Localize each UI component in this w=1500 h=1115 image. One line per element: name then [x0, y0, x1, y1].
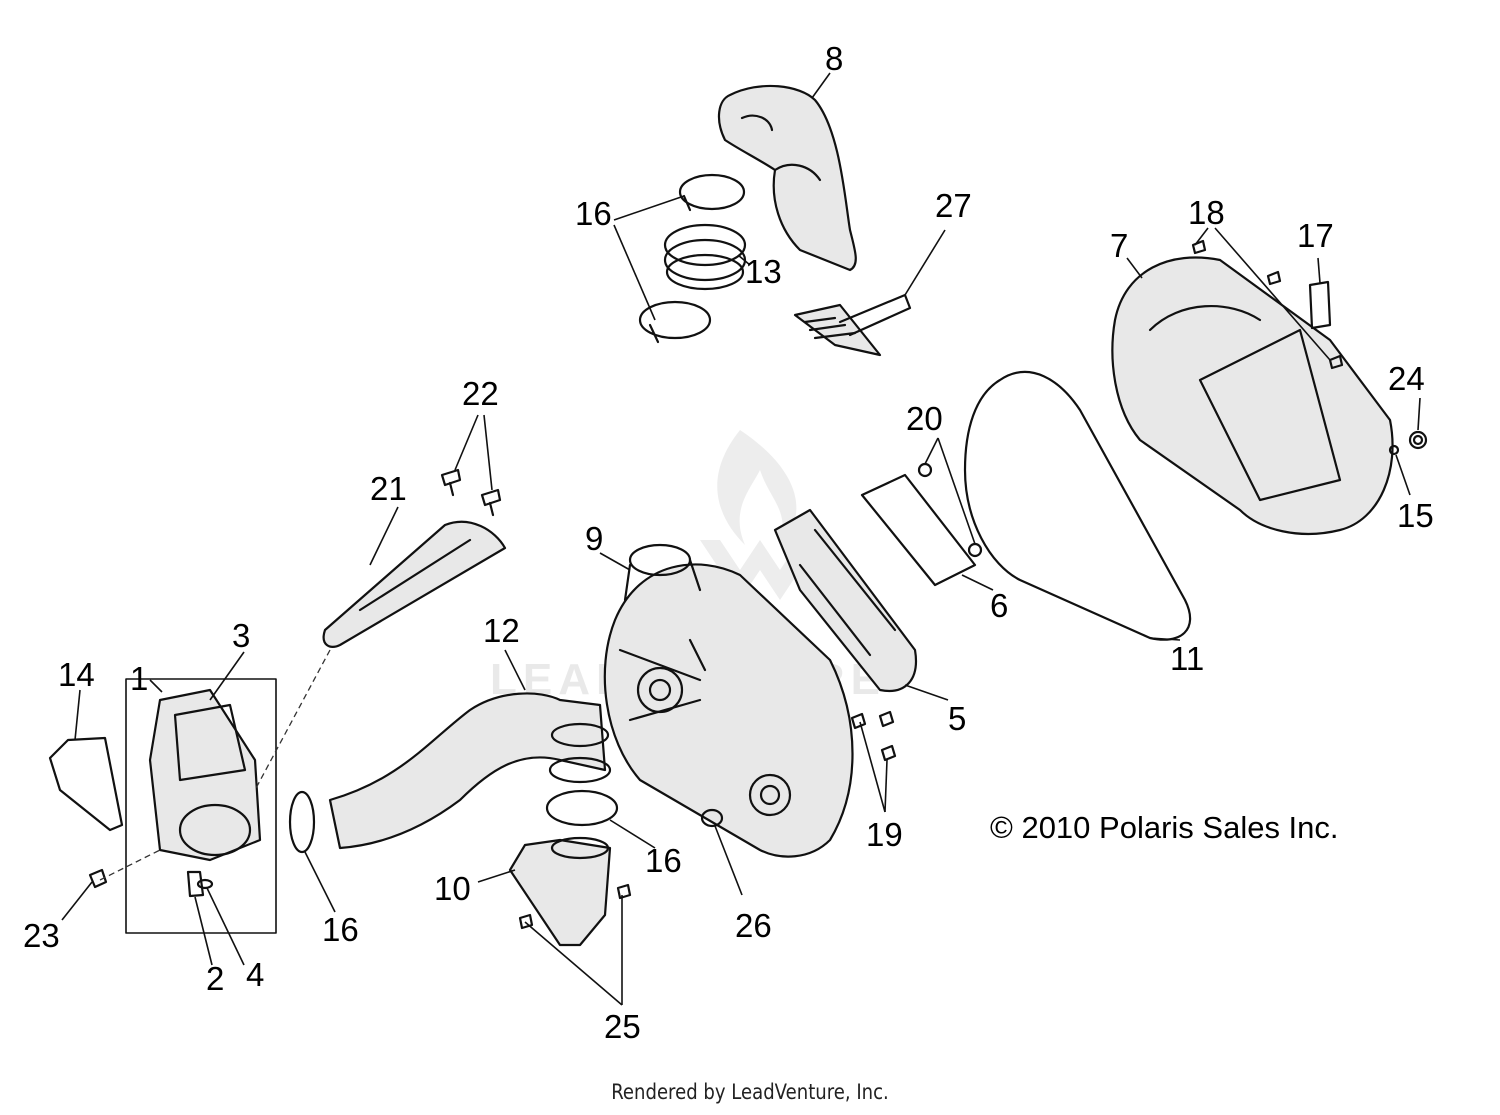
part-10-outlet [508, 836, 612, 947]
part-21-bracket [322, 520, 507, 648]
callout-16-lower: 16 [645, 842, 682, 879]
callout-10: 10 [434, 870, 471, 907]
assembly-lines [99, 649, 331, 881]
callout-19: 19 [866, 816, 903, 853]
callout-25: 25 [604, 1008, 641, 1045]
part-2-fitting [186, 870, 205, 898]
part-6-plate [860, 473, 977, 587]
callout-18: 18 [1188, 194, 1225, 231]
part-16-clamp-lower [545, 789, 619, 827]
part-24-nut [1408, 430, 1428, 450]
part-14-gasket [48, 736, 124, 832]
callout-11: 11 [1170, 640, 1204, 677]
callout-16: 16 [575, 195, 612, 232]
callout-23: 23 [23, 917, 60, 954]
callout-22: 22 [462, 375, 499, 412]
callout-3: 3 [232, 617, 250, 654]
part-22-bolts [440, 468, 502, 517]
callout-26: 26 [735, 907, 772, 944]
part-5-plate [773, 508, 918, 693]
callout-20: 20 [906, 400, 943, 437]
callout-21: 21 [370, 470, 407, 507]
part-25-screws [518, 883, 632, 930]
callout-16-left: 16 [322, 911, 359, 948]
callout-5: 5 [948, 700, 966, 737]
callout-2: 2 [206, 960, 224, 997]
part-1-group-box [125, 678, 277, 934]
callout-13: 13 [745, 253, 782, 290]
part-16-clamp-mid [638, 300, 712, 344]
callout-1: 1 [130, 660, 148, 697]
callout-4: 4 [246, 956, 264, 993]
callout-17: 17 [1297, 217, 1334, 254]
part-16-clamp-top [678, 173, 746, 212]
part-23-screw [88, 868, 108, 889]
part-9-clutch-cover [603, 543, 854, 858]
copyright-text: © 2010 Polaris Sales Inc. [990, 810, 1339, 845]
part-13-boot [663, 223, 747, 291]
part-11-gasket [963, 370, 1192, 641]
footer-text: Rendered by LeadVenture, Inc. [611, 1080, 889, 1104]
part-4-clip [196, 878, 214, 890]
part-20-screws [917, 462, 983, 558]
part-18-screws [1191, 239, 1344, 370]
part-16-clamp-left [288, 790, 316, 854]
callout-6: 6 [990, 587, 1008, 624]
callout-14: 14 [58, 656, 95, 693]
callout-8: 8 [825, 40, 843, 77]
callout-27: 27 [935, 187, 972, 224]
callout-12: 12 [483, 612, 520, 649]
part-8-intake-duct [717, 84, 857, 272]
callout-9: 9 [585, 520, 603, 557]
part-19-bolts [850, 710, 897, 762]
part-3-airbox [148, 688, 262, 862]
part-15-pin [1388, 444, 1400, 456]
part-12-hose [328, 692, 612, 850]
callout-7: 7 [1110, 227, 1128, 264]
part-7-outer-cover [1111, 256, 1394, 536]
part-26-washer [700, 808, 724, 828]
callout-15: 15 [1397, 497, 1434, 534]
part-17-label [1308, 280, 1332, 330]
callout-24: 24 [1388, 360, 1425, 397]
part-27-bracket [793, 293, 912, 357]
leader-lines [61, 72, 1421, 1006]
callouts: 8 16 13 27 7 18 17 24 15 20 6 11 5 19 26… [23, 40, 1434, 1045]
